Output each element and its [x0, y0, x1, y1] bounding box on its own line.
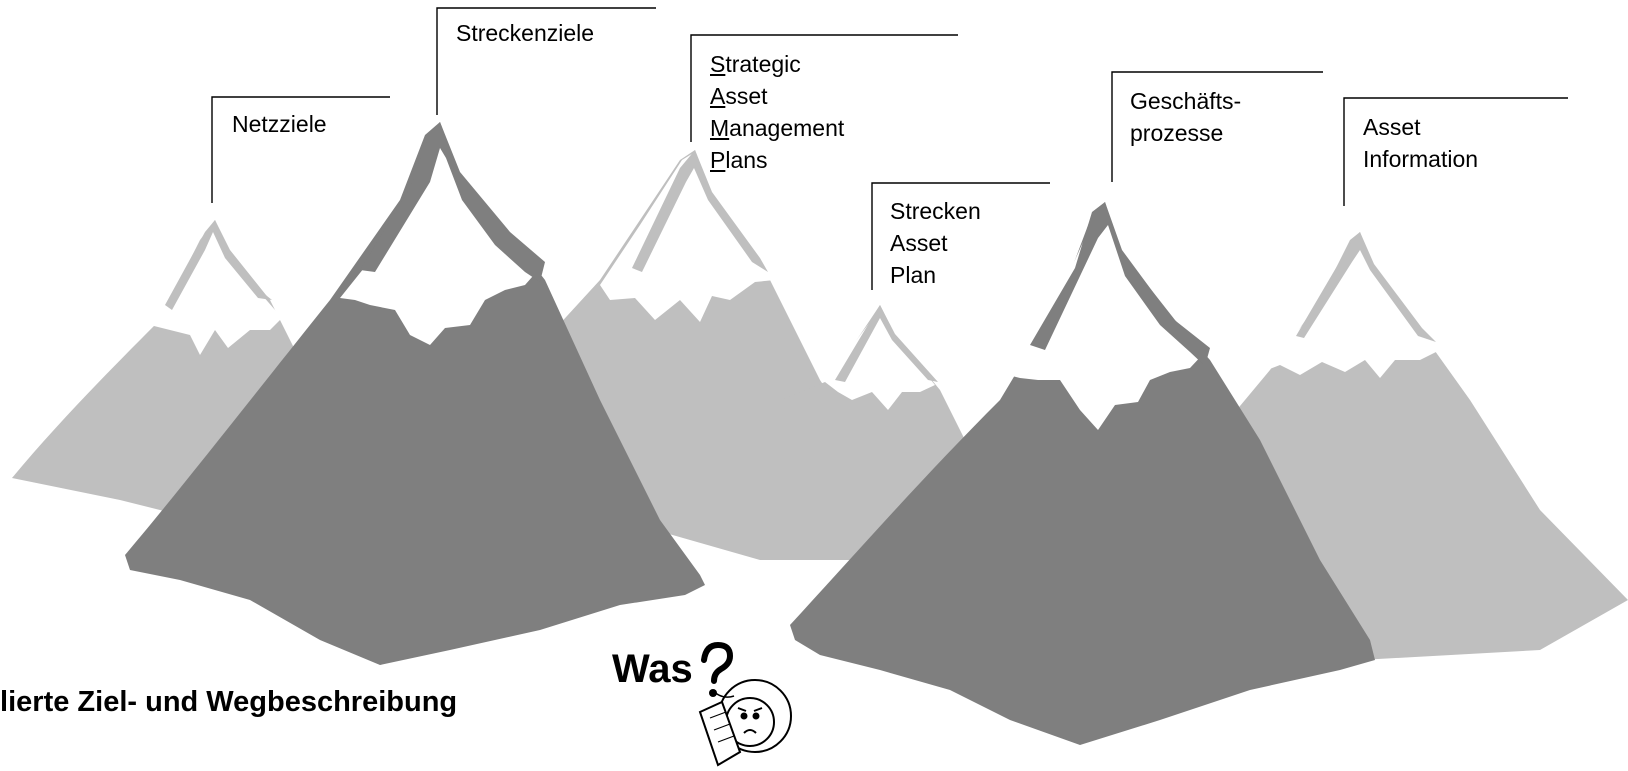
leader-strecken-asset-plan: [871, 182, 1050, 290]
leader-samp: [690, 34, 958, 142]
snow-cap: [1262, 233, 1440, 378]
samp-line: Asset: [710, 80, 844, 112]
ridge: [165, 220, 272, 310]
question-mark-icon: [701, 641, 734, 697]
leader-asset-information: [1343, 97, 1568, 206]
person-eye: [740, 712, 748, 720]
mountain-body: [125, 122, 705, 665]
ridge: [632, 150, 768, 272]
label-line: prozesse: [1130, 120, 1224, 146]
mountain-body: [790, 202, 1375, 745]
samp-initial: P: [710, 147, 726, 173]
ridge: [835, 305, 938, 382]
samp-initial: M: [710, 115, 730, 141]
leader-netzziele: [211, 96, 390, 203]
leader-streckenziele: [436, 7, 656, 115]
label-line: Strecken: [890, 198, 981, 224]
samp-initial: A: [710, 83, 726, 109]
samp-rest: anagement: [729, 115, 845, 141]
snow-cap: [1008, 204, 1205, 430]
label-strecken-asset-plan: Strecken Asset Plan: [890, 195, 981, 291]
caption: llierte Ziel- und Wegbeschreibung: [0, 686, 458, 718]
label-asset-information: Asset Information: [1363, 111, 1478, 175]
label-streckenziele: Streckenziele: [456, 20, 595, 46]
label-geschaeftsprozesse: Geschäfts- prozesse: [1130, 85, 1241, 149]
label-line: Information: [1363, 146, 1479, 172]
thinking-person-icon: [698, 679, 792, 767]
snow-cap: [340, 124, 540, 345]
person-mouth: [743, 729, 757, 734]
samp-line: Plans: [710, 144, 844, 176]
ridge: [1030, 202, 1210, 366]
ridge: [1296, 232, 1436, 342]
label-samp: Strategic Asset Management Plans: [710, 48, 844, 176]
label-line: Plan: [890, 262, 937, 288]
question-text: Was: [612, 647, 693, 691]
samp-line: Strategic: [710, 48, 844, 80]
snow-cap: [825, 306, 935, 410]
leader-lines: [211, 7, 1568, 290]
snow-cap: [600, 152, 775, 322]
label-line: Geschäfts-: [1130, 88, 1242, 114]
samp-line: Management: [710, 112, 844, 144]
ridge: [360, 122, 545, 282]
samp-rest: lans: [725, 147, 768, 173]
mountain-asset-information: [1220, 232, 1628, 660]
mountain-geschaeftsprozesse: [790, 202, 1375, 745]
label-line: Asset: [890, 230, 948, 256]
map-lines: [709, 711, 735, 743]
snow-cap: [150, 222, 282, 355]
person-brow: [737, 707, 763, 712]
label-netzziele: Netzziele: [232, 111, 327, 137]
mountain-streckenziele: [125, 122, 705, 665]
label-line: Asset: [1363, 114, 1421, 140]
person-eye: [752, 712, 760, 720]
samp-initial: S: [710, 51, 726, 77]
samp-rest: sset: [725, 83, 768, 109]
samp-rest: trategic: [725, 51, 801, 77]
leader-geschaeftsprozesse: [1111, 71, 1323, 182]
